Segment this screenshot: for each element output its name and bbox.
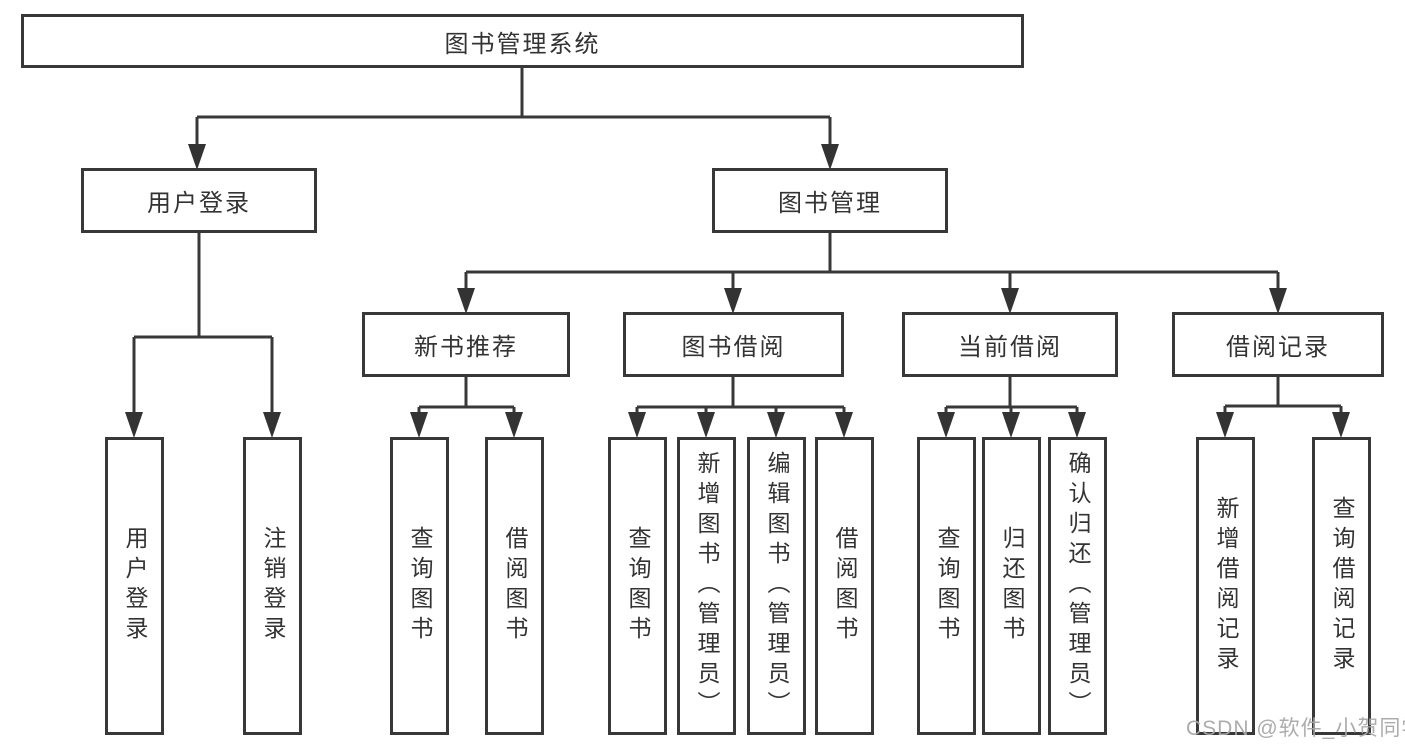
leaf-newbook-query: 查询图书 xyxy=(390,437,449,735)
leaf-borrow-edit-admin: 编辑图书（管理员） xyxy=(747,437,806,735)
node-borrow-records-label: 借阅记录 xyxy=(1226,334,1330,361)
node-current-borrow: 当前借阅 xyxy=(902,312,1118,377)
leaf-user-login-label: 用户登录 xyxy=(122,526,148,646)
node-new-book-recommend: 新书推荐 xyxy=(362,312,570,377)
leaf-current-confirm-return-admin: 确认归还（管理员） xyxy=(1048,437,1107,735)
node-user-login-label: 用户登录 xyxy=(147,190,251,217)
leaf-borrow-edit-admin-label: 编辑图书（管理员） xyxy=(764,451,790,721)
leaf-borrow-add-admin: 新增图书（管理员） xyxy=(677,437,736,735)
arrowheads xyxy=(125,144,1350,438)
node-new-book-recommend-label: 新书推荐 xyxy=(414,334,518,361)
leaf-current-query-label: 查询图书 xyxy=(934,526,960,646)
leaf-user-login: 用户登录 xyxy=(105,437,164,735)
node-borrow-records: 借阅记录 xyxy=(1172,312,1384,377)
leaf-borrow-query: 查询图书 xyxy=(608,437,667,735)
leaf-records-add: 新增借阅记录 xyxy=(1196,437,1255,735)
node-book-management-label: 图书管理 xyxy=(778,190,882,217)
leaf-records-add-label: 新增借阅记录 xyxy=(1213,496,1239,676)
leaf-logout-label: 注销登录 xyxy=(260,526,286,646)
leaf-newbook-borrow-label: 借阅图书 xyxy=(502,526,528,646)
leaf-borrow-add-admin-label: 新增图书（管理员） xyxy=(694,451,720,721)
leaf-records-query: 查询借阅记录 xyxy=(1312,437,1371,735)
node-root-label: 图书管理系统 xyxy=(444,30,601,58)
node-book-management: 图书管理 xyxy=(712,168,948,233)
leaf-logout: 注销登录 xyxy=(243,437,302,735)
csdn-watermark: CSDN @软件_小贺同学 xyxy=(1186,717,1405,740)
node-book-borrow: 图书借阅 xyxy=(623,312,844,377)
node-user-login: 用户登录 xyxy=(81,168,317,233)
node-current-borrow-label: 当前借阅 xyxy=(958,334,1062,361)
node-root: 图书管理系统 xyxy=(21,14,1024,68)
leaf-borrow-query-label: 查询图书 xyxy=(625,526,651,646)
leaf-newbook-borrow: 借阅图书 xyxy=(485,437,544,735)
leaf-current-return: 归还图书 xyxy=(982,437,1041,735)
leaf-borrow-book-label: 借阅图书 xyxy=(832,526,858,646)
leaf-current-confirm-return-admin-label: 确认归还（管理员） xyxy=(1065,451,1091,721)
leaf-records-query-label: 查询借阅记录 xyxy=(1329,496,1355,676)
leaf-current-return-label: 归还图书 xyxy=(999,526,1025,646)
leaf-current-query: 查询图书 xyxy=(917,437,976,735)
node-book-borrow-label: 图书借阅 xyxy=(681,334,786,361)
leaf-newbook-query-label: 查询图书 xyxy=(407,526,433,646)
leaf-borrow-book: 借阅图书 xyxy=(815,437,874,735)
